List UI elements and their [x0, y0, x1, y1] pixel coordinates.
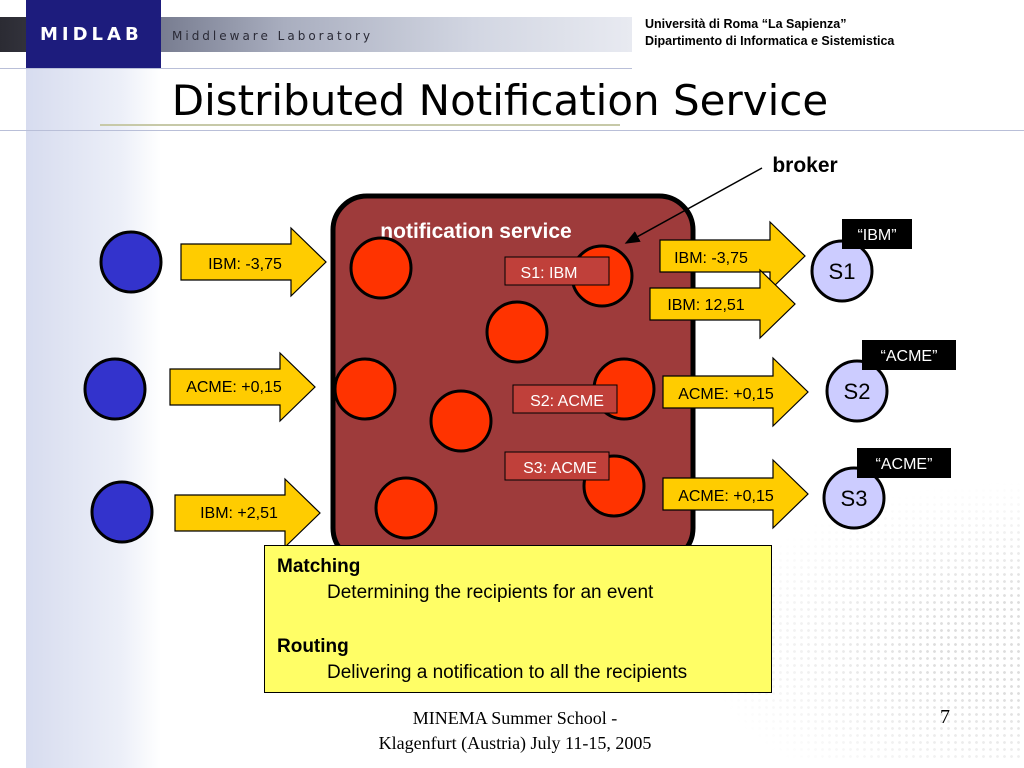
event-arrow — [180, 226, 327, 298]
broker-node — [374, 476, 438, 540]
event-label: ACME: +0,15 — [678, 488, 774, 505]
broker-node — [485, 300, 549, 364]
topic-tag-text: “ACME” — [881, 348, 938, 365]
event-label: IBM: 12,51 — [667, 297, 744, 314]
legend-spacer — [277, 606, 759, 634]
definitions-box: Matching Determining the recipients for … — [264, 545, 772, 693]
outgoing-event-arrows: IBM: -3,75 IBM: 12,51 ACME: +0,15 ACME: … — [649, 220, 809, 530]
topic-tag-text: “IBM” — [857, 227, 896, 244]
topic-tag-s3 — [857, 448, 951, 478]
event-label: IBM: -3,75 — [674, 250, 748, 267]
broker-node — [429, 389, 493, 453]
topic-tag-s1 — [842, 219, 912, 249]
event-label: ACME: +0,15 — [186, 379, 282, 396]
subscriber-label: S2 — [844, 379, 871, 404]
subscriber-nodes: S1 S2 S3 — [810, 239, 889, 530]
event-label: IBM: +2,51 — [200, 505, 278, 522]
header-divider — [0, 68, 632, 69]
publisher-node — [83, 357, 147, 421]
subscription-text: S3: ACME — [523, 460, 597, 477]
notification-service-label: notification service — [380, 220, 571, 243]
subscriber-label: S3 — [841, 486, 868, 511]
event-arrow — [662, 356, 809, 428]
university-name: Università di Roma “La Sapienza” — [645, 17, 847, 31]
sidebar-gradient — [26, 68, 161, 768]
event-arrow — [659, 220, 806, 292]
subscriber-label: S1 — [829, 259, 856, 284]
footer-line-1: MINEMA Summer School - — [412, 708, 618, 728]
event-arrow — [662, 458, 809, 530]
title-divider — [0, 130, 1024, 131]
page-title: Distributed Notification Service — [171, 76, 829, 125]
topic-tag-text: “ACME” — [876, 456, 933, 473]
matching-title: Matching — [277, 556, 361, 577]
broker-label: broker — [772, 154, 837, 177]
publisher-nodes — [83, 230, 163, 544]
broker-node — [349, 236, 413, 300]
event-arrow — [649, 268, 796, 340]
incoming-event-arrows: IBM: -3,75 ACME: +0,15 IBM: +2,51 — [169, 226, 327, 549]
subscriber-node — [822, 466, 886, 530]
midlab-logo: MIDLAB — [40, 24, 143, 45]
subscription-text: S2: ACME — [530, 393, 604, 410]
footer: MINEMA Summer School - Klagenfurt (Austr… — [300, 706, 730, 756]
publisher-node — [90, 480, 154, 544]
subscription-text: S1: IBM — [521, 265, 578, 282]
title-underline — [100, 124, 620, 126]
routing-description: Delivering a notification to all the rec… — [327, 662, 688, 683]
matching-description: Determining the recipients for an event — [327, 582, 654, 603]
footer-line-2: Klagenfurt (Austria) July 11-15, 2005 — [378, 733, 652, 753]
event-label: IBM: -3,75 — [208, 256, 282, 273]
routing-title: Routing — [277, 636, 349, 657]
topic-tag-s2 — [862, 340, 956, 370]
subscription-label-s2 — [512, 384, 618, 414]
header-logo-block — [26, 0, 161, 68]
page-number: 7 — [940, 706, 950, 728]
broker-node — [333, 357, 397, 421]
broker-pointer-arrow — [624, 167, 763, 244]
midlab-logo-subtitle: Middleware Laboratory — [172, 29, 374, 43]
subscription-label-s1 — [504, 256, 610, 286]
subscription-label-s3 — [504, 451, 610, 481]
department-name: Dipartimento di Informatica e Sistemisti… — [645, 34, 895, 48]
publisher-node — [99, 230, 163, 294]
event-label: ACME: +0,15 — [678, 386, 774, 403]
subscriber-node — [825, 359, 889, 423]
event-arrow — [169, 351, 316, 423]
university-info: Università di Roma “La Sapienza” Diparti… — [645, 16, 894, 50]
event-arrow — [174, 477, 321, 549]
